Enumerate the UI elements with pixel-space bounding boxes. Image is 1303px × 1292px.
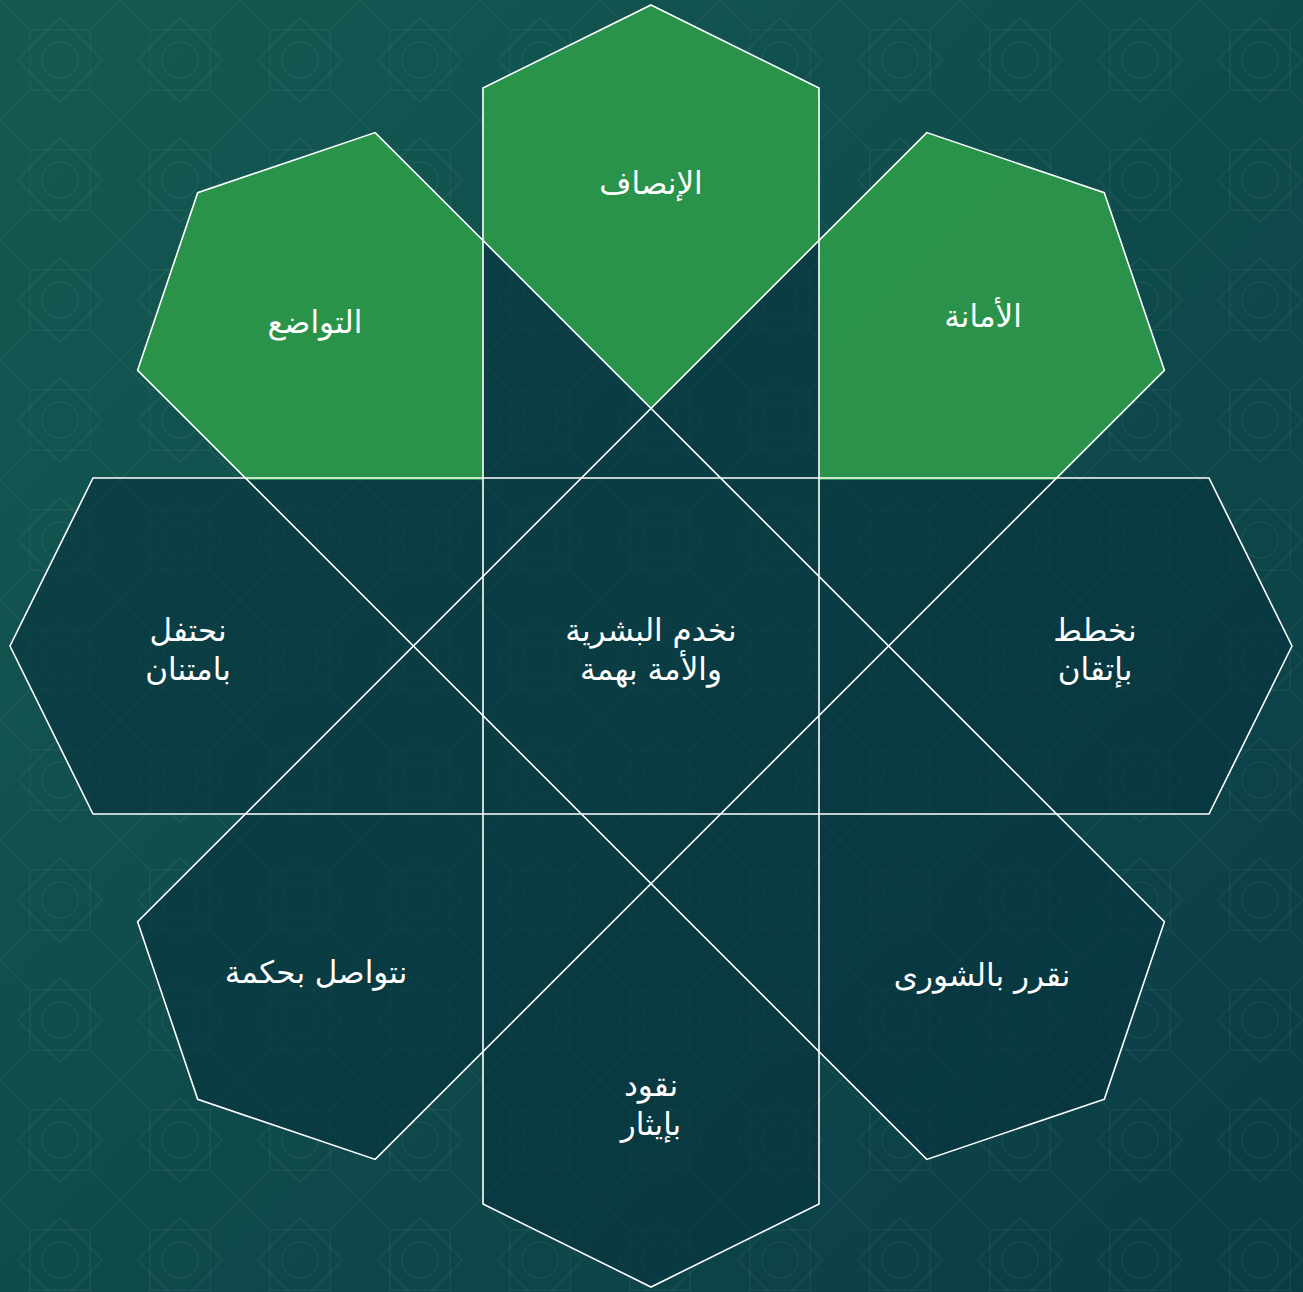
hexagon-outline <box>138 133 1165 1160</box>
star-fill <box>10 5 1292 1287</box>
hexagon-outline <box>483 5 819 1287</box>
value-text: نحتفل بامتنان <box>138 611 238 689</box>
hexagon-outline <box>10 478 1292 814</box>
value-cell: نخطط بإتقان <box>1043 609 1148 691</box>
value-cell: نتواصل بحكمة <box>218 951 415 994</box>
green-cell <box>137 133 483 480</box>
value-cell: نخدم البشرية والأمة بهمة <box>554 609 748 691</box>
value-cell: نحتفل بامتنان <box>134 609 242 691</box>
value-text: نقرر بالشورى <box>891 956 1074 995</box>
value-cell: الإنصاف <box>592 162 710 205</box>
value-text: الإنصاف <box>596 164 706 203</box>
hexagon-outline <box>138 133 1165 1160</box>
green-cell <box>483 5 819 409</box>
value-text: نخطط بإتقان <box>1047 611 1144 689</box>
value-cell: التواضع <box>261 301 370 344</box>
value-text: التواضع <box>265 303 366 342</box>
star-outline <box>10 5 1292 1287</box>
value-cell: نقود بإيثار <box>611 1064 691 1146</box>
value-text: نخدم البشرية والأمة بهمة <box>558 611 744 689</box>
green-cell <box>819 133 1165 480</box>
value-cell: الأمانة <box>937 295 1029 338</box>
value-cell: نقرر بالشورى <box>887 954 1078 997</box>
value-text: الأمانة <box>941 297 1025 336</box>
value-text: نتواصل بحكمة <box>222 953 411 992</box>
value-text: نقود بإيثار <box>615 1066 687 1144</box>
